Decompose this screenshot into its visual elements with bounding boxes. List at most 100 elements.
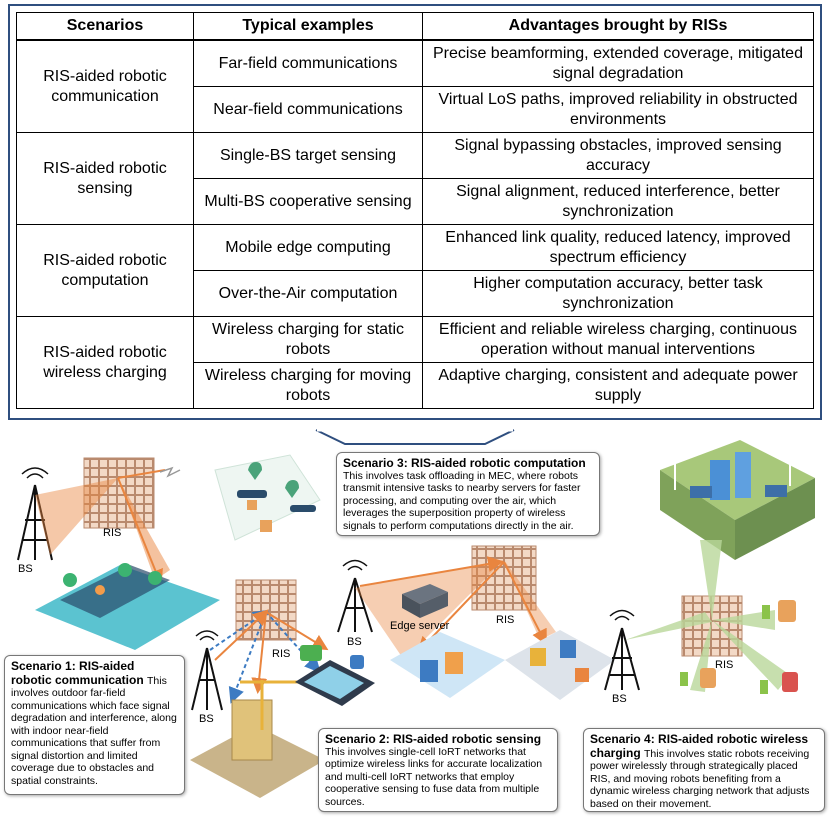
bs-tower-icon	[17, 467, 53, 561]
worker-icon	[63, 573, 77, 587]
green-beam	[625, 612, 712, 640]
robot-arm-icon	[95, 585, 105, 595]
bs-label: BS	[18, 563, 33, 575]
table-row: Wireless charging for moving robots Adap…	[17, 362, 814, 409]
edge-server-label: Edge server	[390, 620, 450, 632]
package-icon	[247, 500, 257, 510]
ris-label: RIS	[272, 648, 291, 660]
scenario-1-box: Scenario 1: RIS-aided robotic communicat…	[4, 655, 185, 795]
building-icon	[710, 460, 730, 500]
tablet-screen	[304, 666, 364, 699]
example-cell: Over-the-Air computation	[193, 270, 423, 317]
orange-beam	[214, 609, 269, 661]
bs-tower-icon	[604, 609, 640, 691]
example-cell: Wireless charging for static robots	[193, 316, 423, 363]
example-cell: Single-BS target sensing	[193, 132, 423, 179]
location-icon	[350, 655, 364, 669]
worker-icon	[148, 571, 162, 585]
drone-icon	[290, 505, 316, 512]
advantage-cell: Precise beamforming, extended coverage, …	[422, 39, 814, 87]
edge-server-icon	[402, 584, 448, 618]
smart-city-side	[660, 470, 735, 560]
ris-scenarios-table: Scenarios Typical examples Advantages br…	[16, 12, 814, 409]
advantage-cell: Signal alignment, reduced interference, …	[422, 178, 814, 225]
robot-icon	[700, 668, 716, 688]
green-beam	[700, 540, 722, 620]
drone-icon	[237, 490, 267, 498]
scenario-sensing: RIS-aided robotic sensing	[16, 132, 194, 225]
table-row: Multi-BS cooperative sensing Signal alig…	[17, 178, 814, 225]
robot-arm-icon	[575, 668, 589, 682]
factory-floor	[35, 565, 220, 650]
advantage-cell: Signal bypassing obstacles, improved sen…	[422, 132, 814, 179]
solar-panel-icon	[690, 486, 712, 498]
bs-tower-icon	[337, 559, 373, 633]
bs-label: BS	[612, 693, 627, 705]
scenario-2-title: Scenario 2: RIS-aided robotic sensing	[325, 732, 542, 746]
forklift-icon	[530, 648, 546, 666]
machine-icon	[560, 640, 576, 658]
building-icon	[735, 452, 751, 498]
example-cell: Near-field communications	[193, 86, 423, 133]
scenario-2-body: This involves single-cell IoRT networks …	[325, 745, 543, 808]
green-beam	[712, 620, 790, 690]
example-cell: Multi-BS cooperative sensing	[193, 178, 423, 225]
example-cell: Wireless charging for moving robots	[193, 362, 423, 409]
table-row: Over-the-Air computation Higher computat…	[17, 270, 814, 317]
beam-arrow	[117, 477, 163, 586]
beam-1	[35, 478, 118, 555]
example-cell: Far-field communications	[193, 39, 423, 87]
ris-label: RIS	[715, 659, 734, 671]
machine-icon	[420, 660, 438, 682]
beam-cone	[504, 560, 556, 640]
orange-beam	[503, 561, 547, 646]
orange-beam	[265, 611, 329, 651]
bs-label: BS	[199, 713, 214, 725]
orange-beam	[251, 611, 268, 694]
table-header-row: Scenarios Typical examples Advantages br…	[16, 12, 814, 41]
table-row: RIS-aided robotic sensing Single-BS targ…	[16, 132, 814, 225]
advantage-cell: Enhanced link quality, reduced latency, …	[422, 224, 814, 271]
summary-table-frame: Scenarios Typical examples Advantages br…	[8, 4, 822, 420]
conveyor-belt	[60, 565, 170, 618]
table-row: RIS-aided robotic computation Mobile edg…	[16, 224, 814, 317]
lightning-icon	[159, 466, 181, 478]
orange-beam	[417, 561, 505, 653]
chat-bubble-icon	[300, 645, 322, 661]
scenario-2-box: Scenario 2: RIS-aided robotic sensing Th…	[318, 728, 558, 812]
map-pin-icon	[248, 462, 262, 480]
header-typical-examples: Typical examples	[193, 12, 423, 41]
scenario-4-body: This involves static robots receiving po…	[590, 747, 810, 810]
scenario-3-box: Scenario 3: RIS-aided robotic computatio…	[336, 452, 600, 536]
map-pin-icon	[285, 480, 299, 498]
construction-base	[190, 725, 325, 798]
bs-label: BS	[347, 636, 362, 648]
header-advantages: Advantages brought by RISs	[422, 12, 814, 41]
ris-label: RIS	[103, 527, 122, 539]
orange-beam	[359, 556, 504, 587]
map-tile	[214, 454, 321, 541]
package-icon	[260, 520, 272, 532]
battery-icon	[760, 680, 768, 694]
machine-icon	[445, 652, 463, 674]
smart-city-side	[735, 478, 815, 560]
scenario-4-title: Scenario 4: RIS-aided robotic wireless c…	[590, 732, 809, 760]
blue-beam	[228, 611, 267, 704]
bs-tower-icon	[191, 630, 223, 711]
advantage-cell: Higher computation accuracy, better task…	[422, 270, 814, 317]
battery-icon	[680, 672, 688, 686]
battery-icon	[762, 605, 770, 619]
scenario-3-body: This involves task offloading in MEC, wh…	[343, 469, 581, 532]
example-cell: Mobile edge computing	[193, 224, 423, 271]
robot-icon	[782, 672, 798, 692]
solar-panel-icon	[765, 485, 787, 497]
building-frame	[231, 699, 273, 761]
ris-panel	[471, 545, 537, 611]
scenario-4-box: Scenario 4: RIS-aided robotic wireless c…	[583, 728, 825, 812]
production-line	[505, 630, 615, 700]
worker-icon	[118, 563, 132, 577]
beam-2	[118, 478, 170, 580]
advantage-cell: Adaptive charging, consistent and adequa…	[422, 362, 814, 409]
table-callout-notch	[315, 428, 515, 445]
ris-panel	[83, 457, 155, 529]
